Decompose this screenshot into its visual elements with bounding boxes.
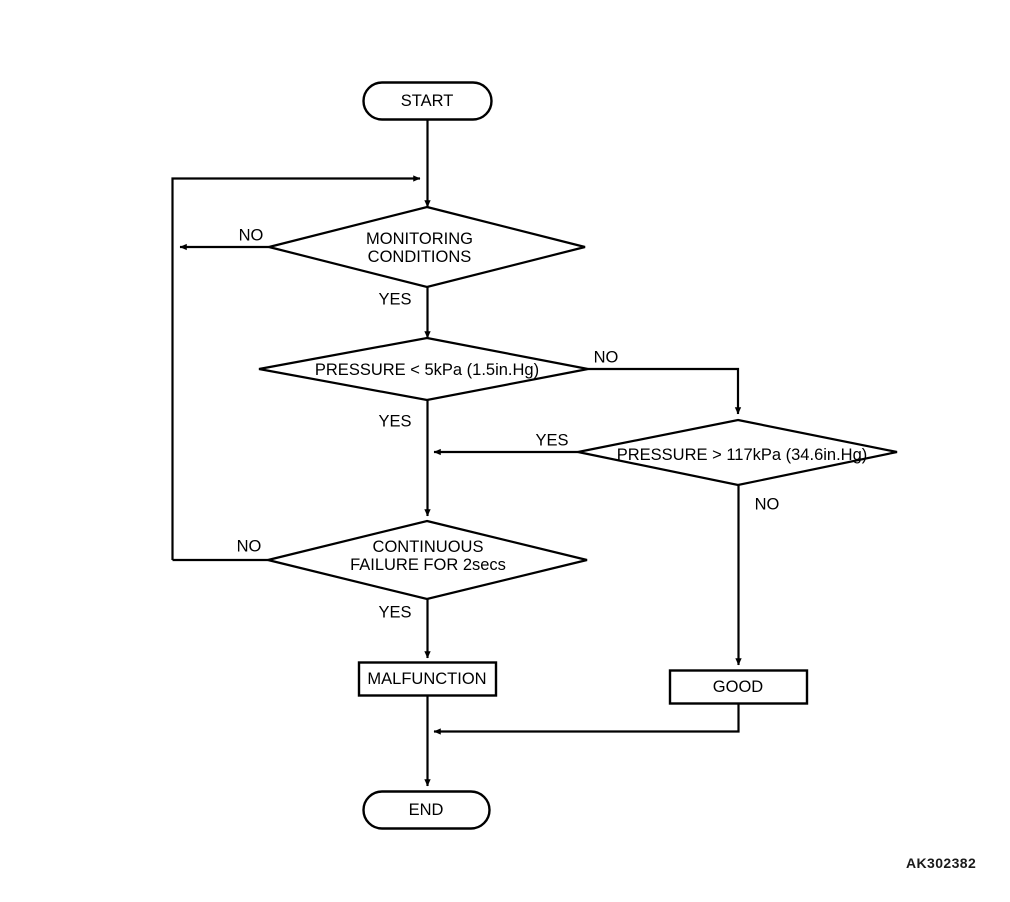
edge-label-monitoring-no: NO [238, 226, 264, 245]
node-end-label: END [408, 800, 444, 819]
edge-label-press-low-no: NO [593, 348, 619, 367]
node-monitoring-label-line1: MONITORING [366, 230, 473, 248]
node-end-shape [362, 790, 491, 830]
node-press-low-label: PRESSURE < 5kPa (1.5in.Hg) [314, 360, 540, 379]
node-cont-fail-label-line1: CONTINUOUS [372, 538, 484, 556]
node-press-high-label: PRESSURE > 117kPa (34.6in.Hg) [616, 445, 868, 464]
edge-label-cont-fail-no: NO [236, 537, 262, 556]
edge-good-to-end [433, 703, 740, 735]
edge-label-cont-fail-yes: YES [378, 603, 412, 622]
edge-label-monitoring-yes: YES [378, 290, 412, 309]
node-cont-fail-label-line2: FAILURE FOR 2secs [350, 556, 506, 575]
edge-label-press-high-no: NO [754, 495, 780, 514]
node-monitoring-label: MONITORING CONDITIONS [366, 230, 473, 267]
node-start-label: START [400, 91, 454, 110]
node-malfunction-shape [357, 661, 498, 697]
figure-id-watermark: AK302382 [906, 855, 977, 871]
edge-label-press-high-yes: YES [535, 431, 569, 450]
edge-feedback-rail [171, 175, 421, 560]
edge-label-press-low-yes: YES [378, 412, 412, 431]
node-malfunction-label: MALFUNCTION [367, 669, 487, 688]
node-good-label: GOOD [712, 677, 764, 696]
node-monitoring-label-line2: CONDITIONS [367, 248, 472, 267]
edge-press-low-no [588, 367, 742, 415]
node-cont-fail-label: CONTINUOUS FAILURE FOR 2secs [348, 538, 508, 575]
